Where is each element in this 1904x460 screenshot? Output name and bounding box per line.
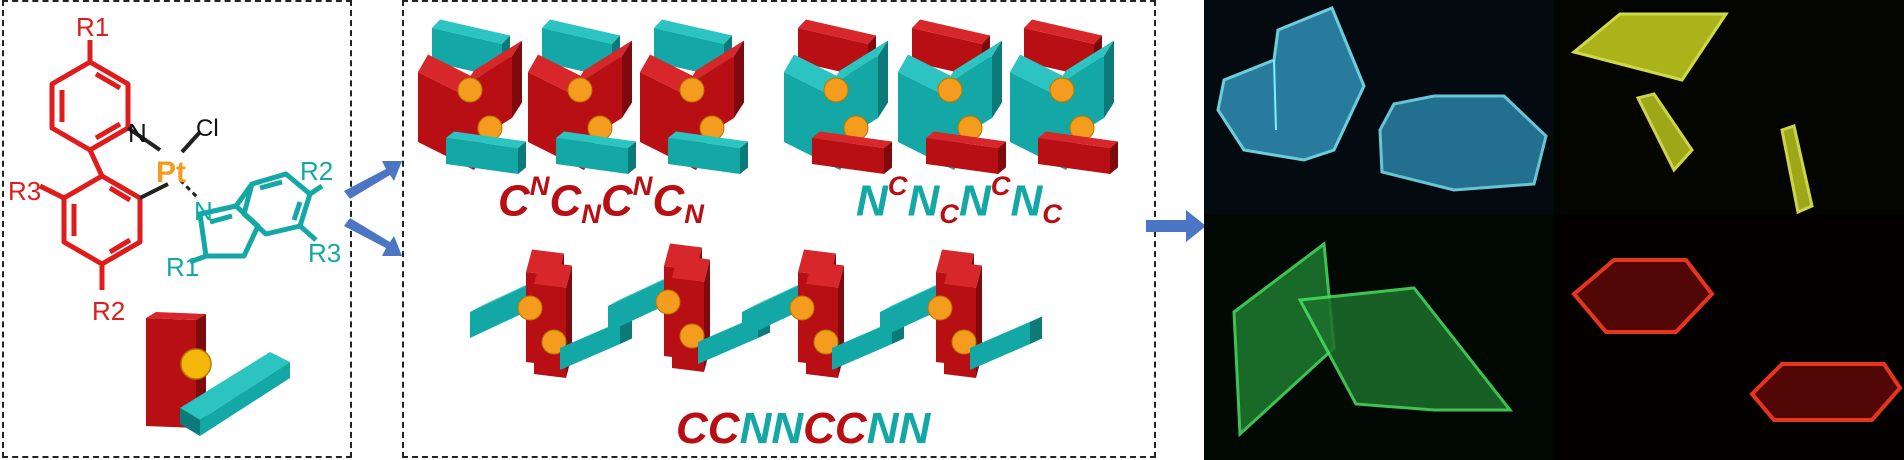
ccnn-pair-4-teal-top: [880, 277, 952, 312]
stacking-label-cncn: CNCNCNCN: [498, 170, 704, 230]
cncn-unit-2-right-side: [622, 40, 632, 118]
ncnc-unit-1-right-side: [878, 40, 888, 118]
cncn-unit-1-front-face: [446, 138, 518, 174]
arrow-right-icon: [1146, 210, 1206, 242]
pt-atom: [1049, 77, 1075, 103]
cncn-unit-3-front-side: [740, 141, 748, 174]
micrograph-red: [1554, 214, 1904, 460]
cncn-unit-2-right-top: [574, 40, 632, 86]
cncn-unit-3-right-top: [686, 40, 744, 86]
pair-model: [146, 312, 290, 436]
ncnc-unit-3-front-face: [1038, 138, 1110, 174]
micrograph-green: [1204, 214, 1554, 460]
r3-label-right: R3: [308, 238, 341, 268]
micrograph-yellow: [1554, 0, 1904, 214]
pt-atom: [457, 77, 483, 103]
ccnn-pair-4-red-b-top: [944, 261, 982, 288]
r2-label-right: R2: [300, 156, 333, 186]
cncn-unit-1-front-top: [446, 131, 526, 148]
ncnc-unit-2-right-top: [944, 40, 1002, 86]
ncnc-unit-2-right-side: [992, 40, 1002, 118]
ccnn-pair-3-teal-top: [742, 277, 814, 312]
ccnn-pair-4-teal-front-top: [970, 316, 1042, 348]
ncnc-unit-3-back-top: [1024, 19, 1102, 44]
cncn-unit-1-right-side: [512, 40, 522, 118]
cncn-unit-2-back-top: [542, 19, 620, 44]
stacking-label-ncnc: NCNCNCNC: [856, 170, 1062, 230]
n-label-bottom: N: [194, 196, 213, 226]
pt-atom: [517, 295, 543, 321]
r1-label-top: R1: [76, 12, 109, 42]
pt-atom: [567, 77, 593, 103]
ccnn-pair-1-teal-face: [470, 284, 530, 338]
ccnn-pair-1-teal-top: [470, 277, 542, 312]
ccnn-pair-2-teal-face: [608, 278, 668, 332]
cncn-unit-3-right-side: [734, 40, 744, 118]
ncnc-unit-3-right-side: [1104, 40, 1114, 118]
pt-atom: [655, 289, 681, 315]
r1-label-bottom: R1: [166, 252, 199, 282]
ncnc-unit-1-front-top: [812, 131, 892, 148]
ncnc-unit-1-front-face: [812, 138, 884, 174]
ncnc-unit-3-front-side: [1110, 141, 1118, 174]
ccnn-pair-3-teal-front-face: [832, 322, 892, 370]
pt-atom: [927, 295, 953, 321]
ncnc-unit-2-front-top: [926, 131, 1006, 148]
ncnc-unit-3-right-top: [1056, 40, 1114, 86]
r3-label-left: R3: [8, 176, 41, 206]
pt-atom: [789, 295, 815, 321]
micrograph-cyan: [1204, 0, 1554, 214]
ccnn-pair-1-teal-front-face: [560, 322, 620, 370]
ccnn-pair-4-teal-face: [880, 284, 940, 338]
arrow-right-icon: [344, 161, 402, 199]
ncnc-unit-2-front-face: [926, 138, 998, 174]
ccnn-pair-2-teal-top: [608, 271, 680, 306]
ncnc-unit-1-back-top: [798, 19, 876, 44]
ncnc-unit-1-right-top: [830, 40, 888, 86]
arrow-right-icon: [344, 218, 402, 256]
cncn-unit-1-back-top: [432, 19, 510, 44]
pt-atom: [823, 77, 849, 103]
cncn-unit-3-front-top: [668, 131, 748, 148]
cncn-unit-2-front-top: [556, 131, 636, 148]
n-label-top: N: [128, 118, 147, 148]
ccnn-pair-3-teal-face: [742, 284, 802, 338]
ccnn-pair-2-red-b-top: [672, 255, 710, 282]
cncn-unit-2-front-side: [628, 141, 636, 174]
cncn-unit-3-front-face: [668, 138, 740, 174]
cncn-unit-2-front-face: [556, 138, 628, 174]
cl-label: Cl: [196, 115, 219, 142]
stacking-label-ccnn: CCNNCCNN: [676, 404, 931, 453]
pt-atom: [937, 77, 963, 103]
ccnn-pair-1-red-b-top: [534, 261, 572, 288]
ccnn-pair-3-red-b-top: [806, 261, 844, 288]
ncnc-unit-2-back-top: [912, 19, 990, 44]
pt-atom: [679, 77, 705, 103]
cncn-unit-1-front-side: [518, 141, 526, 174]
ccnn-pair-4-teal-front-face: [970, 322, 1030, 370]
teal-ligand: [189, 171, 324, 265]
ccnn-pair-4-teal-front-side: [1030, 316, 1042, 344]
ncnc-unit-2-front-side: [998, 141, 1006, 174]
ncnc-unit-3-front-top: [1038, 131, 1118, 148]
r2-label-bottom: R2: [92, 296, 125, 326]
structure-drawing: N Pt Cl N R1 R3 R2 R2 R3 R1: [8, 12, 341, 436]
cncn-unit-3-back-top: [654, 19, 732, 44]
cncn-unit-1-right-top: [464, 40, 522, 86]
ncnc-unit-1-front-side: [884, 141, 892, 174]
pt-label: Pt: [156, 156, 186, 189]
